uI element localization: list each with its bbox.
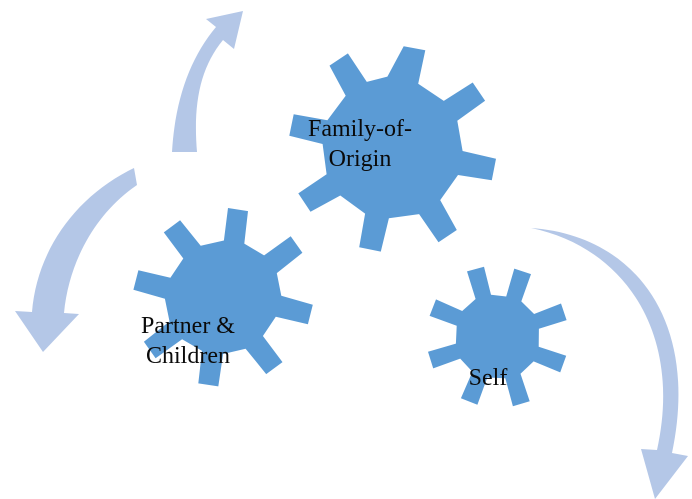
gear-label-partner-children: Partner & Children [108, 311, 268, 371]
gear-label-self: Self [438, 363, 538, 393]
cycle-arrow-right [531, 211, 688, 499]
gear-label-line: Partner & [141, 313, 235, 339]
gear-label-line: Children [146, 343, 230, 369]
gear-family-of-origin [289, 46, 496, 252]
gear-partner-children [133, 208, 313, 387]
gear-label-line: Origin [328, 146, 392, 172]
gear-self [428, 266, 567, 407]
gear-label-family-of-origin: Family-of- Origin [270, 114, 450, 174]
gear-label-line: Self [468, 365, 508, 391]
gear-label-line: Family-of- [308, 116, 412, 142]
cycle-arrow-top [172, 11, 243, 152]
cycle-arrow-left [15, 168, 137, 352]
